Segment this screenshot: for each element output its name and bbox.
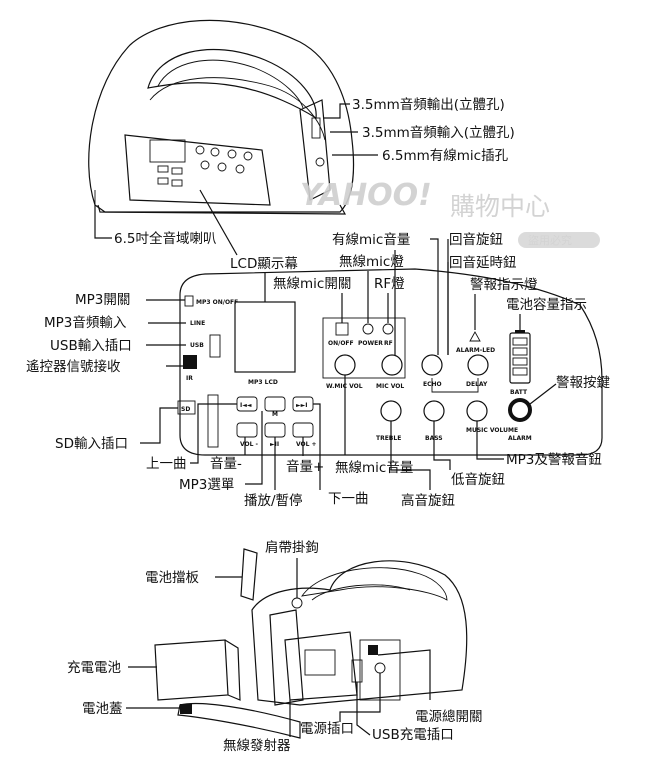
power-led (362, 323, 374, 335)
label-alarm-light: 警報指示燈 (470, 277, 538, 293)
label-delay-knob: 回音延時鈕 (449, 254, 517, 271)
text-mic-vol: MIC VOL (376, 383, 404, 390)
power-jack[interactable] (374, 662, 386, 674)
text-line: LINE (190, 320, 205, 327)
text-wmic-vol: W.MIC VOL (326, 383, 363, 390)
label-audio-in: 3.5mm音頻輸入(立體孔) (362, 124, 515, 141)
label-wired-mic-vol: 有線mic音量 (332, 231, 410, 248)
text-batt: BATT (510, 389, 528, 396)
label-echo-knob: 回音旋鈕 (449, 231, 503, 248)
battery-cover (177, 702, 301, 739)
battery-plate (240, 548, 258, 601)
wireless-mic-switch[interactable] (335, 322, 349, 336)
label-prev: 上一曲 (146, 456, 187, 472)
label-power-jack: 電源插口 (300, 721, 354, 737)
watermark-text: 購物中心 (450, 192, 550, 221)
label-mp3-menu: MP3選單 (179, 477, 234, 493)
label-usb-input: USB輸入插口 (50, 338, 132, 354)
usb-port[interactable] (209, 334, 221, 358)
wireless-mic-volume-knob[interactable] (334, 354, 356, 376)
label-mic-jack: 6.5mm有線mic插孔 (382, 148, 509, 164)
alarm-button[interactable] (508, 398, 532, 422)
label-main-power-switch: 電源總開關 (415, 708, 483, 725)
alarm-led (469, 331, 481, 342)
text-delay: DELAY (466, 381, 488, 388)
watermark-brand: YAHOO! (300, 178, 432, 213)
device-top-illustration (88, 19, 355, 215)
mic-volume-knob[interactable] (381, 354, 403, 376)
label-bass-knob: 低音旋鈕 (451, 471, 505, 488)
label-wireless-mic-light: 無線mic燈 (339, 254, 404, 270)
label-ir-receiver: 遙控器信號接收 (26, 358, 121, 375)
label-alarm-button: 警報按鍵 (556, 375, 610, 391)
label-wireless-mic-switch: 無線mic開關 (273, 276, 351, 292)
text-power: POWER (358, 340, 383, 347)
text-sd: SD (181, 406, 190, 413)
play-pause-button[interactable] (264, 422, 286, 438)
label-next: 下一曲 (328, 491, 369, 507)
label-sd-input: SD輸入插口 (55, 436, 128, 452)
text-mp3-onoff: MP3 ON/OFF (196, 299, 238, 306)
text-onoff: ON/OFF (328, 340, 354, 347)
top-knobs (157, 145, 253, 187)
label-mp3-input: MP3音頻輸入 (44, 314, 127, 331)
vol-up-button[interactable] (292, 422, 314, 438)
text-music: MUSIC VOLUME (466, 427, 518, 434)
label-mp3-alarm-volume: MP3及警報音鈕 (506, 451, 602, 468)
text-alarm-led: ALARM-LED (456, 347, 495, 354)
text-alarm: ALARM (508, 435, 532, 442)
label-usb-charge: USB充電插口 (372, 727, 454, 743)
watermark-notice: 盜用必究 (528, 233, 572, 247)
vol-down-button[interactable] (236, 422, 258, 438)
echo-knob[interactable] (421, 354, 443, 376)
bottom-callouts: 肩帶掛鉤 電池擋板 充電電池 電池蓋 電源總開關 電源插口 USB充電插口 無線… (67, 540, 483, 754)
rechargeable-battery (154, 639, 229, 701)
label-battery-plate: 電池擋板 (145, 570, 199, 586)
text-ir: IR (186, 375, 193, 382)
text-mp3-lcd: MP3 LCD (248, 379, 278, 386)
music-volume-knob[interactable] (466, 400, 488, 422)
text-vol-plus: VOL + (296, 441, 317, 448)
top-callouts: 3.5mm音頻輸出(立體孔) 3.5mm音頻輸入(立體孔) 6.5mm有線mic… (94, 96, 515, 256)
top-lcd-icon (149, 139, 186, 163)
mp3-lcd-screen (234, 301, 296, 373)
text-usb: USB (190, 342, 204, 349)
rf-led (382, 323, 394, 335)
label-strap-hook: 肩帶掛鉤 (265, 540, 319, 556)
label-audio-out: 3.5mm音頻輸出(立體孔) (352, 96, 505, 113)
label-battery-indicator: 電池容量指示 (506, 296, 587, 313)
label-speaker: 6.5吋全音域喇叭 (114, 230, 216, 247)
label-lcd: LCD顯示幕 (230, 256, 298, 272)
text-treble: TREBLE (376, 435, 401, 442)
menu-button[interactable] (264, 396, 286, 412)
mp3-onoff-switch[interactable] (184, 295, 194, 307)
watermark: YAHOO! 購物中心 盜用必究 (300, 178, 600, 248)
label-vol-down: 音量- (210, 455, 242, 472)
label-wireless-mic-vol: 無線mic音量 (335, 459, 413, 476)
treble-knob[interactable] (380, 400, 402, 422)
sd-slot[interactable] (207, 394, 219, 448)
label-rechargeable-battery: 充電電池 (67, 660, 121, 676)
text-rf: RF (384, 340, 393, 347)
text-vol-minus: VOL - (240, 441, 259, 448)
label-treble-knob: 高音旋鈕 (401, 492, 455, 509)
text-next-symbol: ►►I (296, 402, 307, 409)
label-vol-up: 音量+ (286, 458, 324, 475)
main-power-switch[interactable] (368, 645, 378, 655)
text-prev-symbol: I◄◄ (240, 402, 252, 409)
delay-knob[interactable] (467, 354, 489, 376)
label-rf-light: RF燈 (374, 276, 405, 292)
panel-callouts: LCD顯示幕 有線mic音量 回音旋鈕 無線mic燈 回音延時鈕 無線mic開關… (26, 231, 610, 509)
ir-receiver-window (183, 355, 197, 369)
label-mp3-switch: MP3開關 (75, 292, 130, 308)
label-wireless-transmitter: 無線發射器 (223, 738, 291, 754)
text-m: M (272, 411, 278, 418)
bass-knob[interactable] (423, 400, 445, 422)
label-play-pause: 播放/暫停 (244, 492, 303, 509)
label-battery-cover: 電池蓋 (82, 701, 123, 717)
